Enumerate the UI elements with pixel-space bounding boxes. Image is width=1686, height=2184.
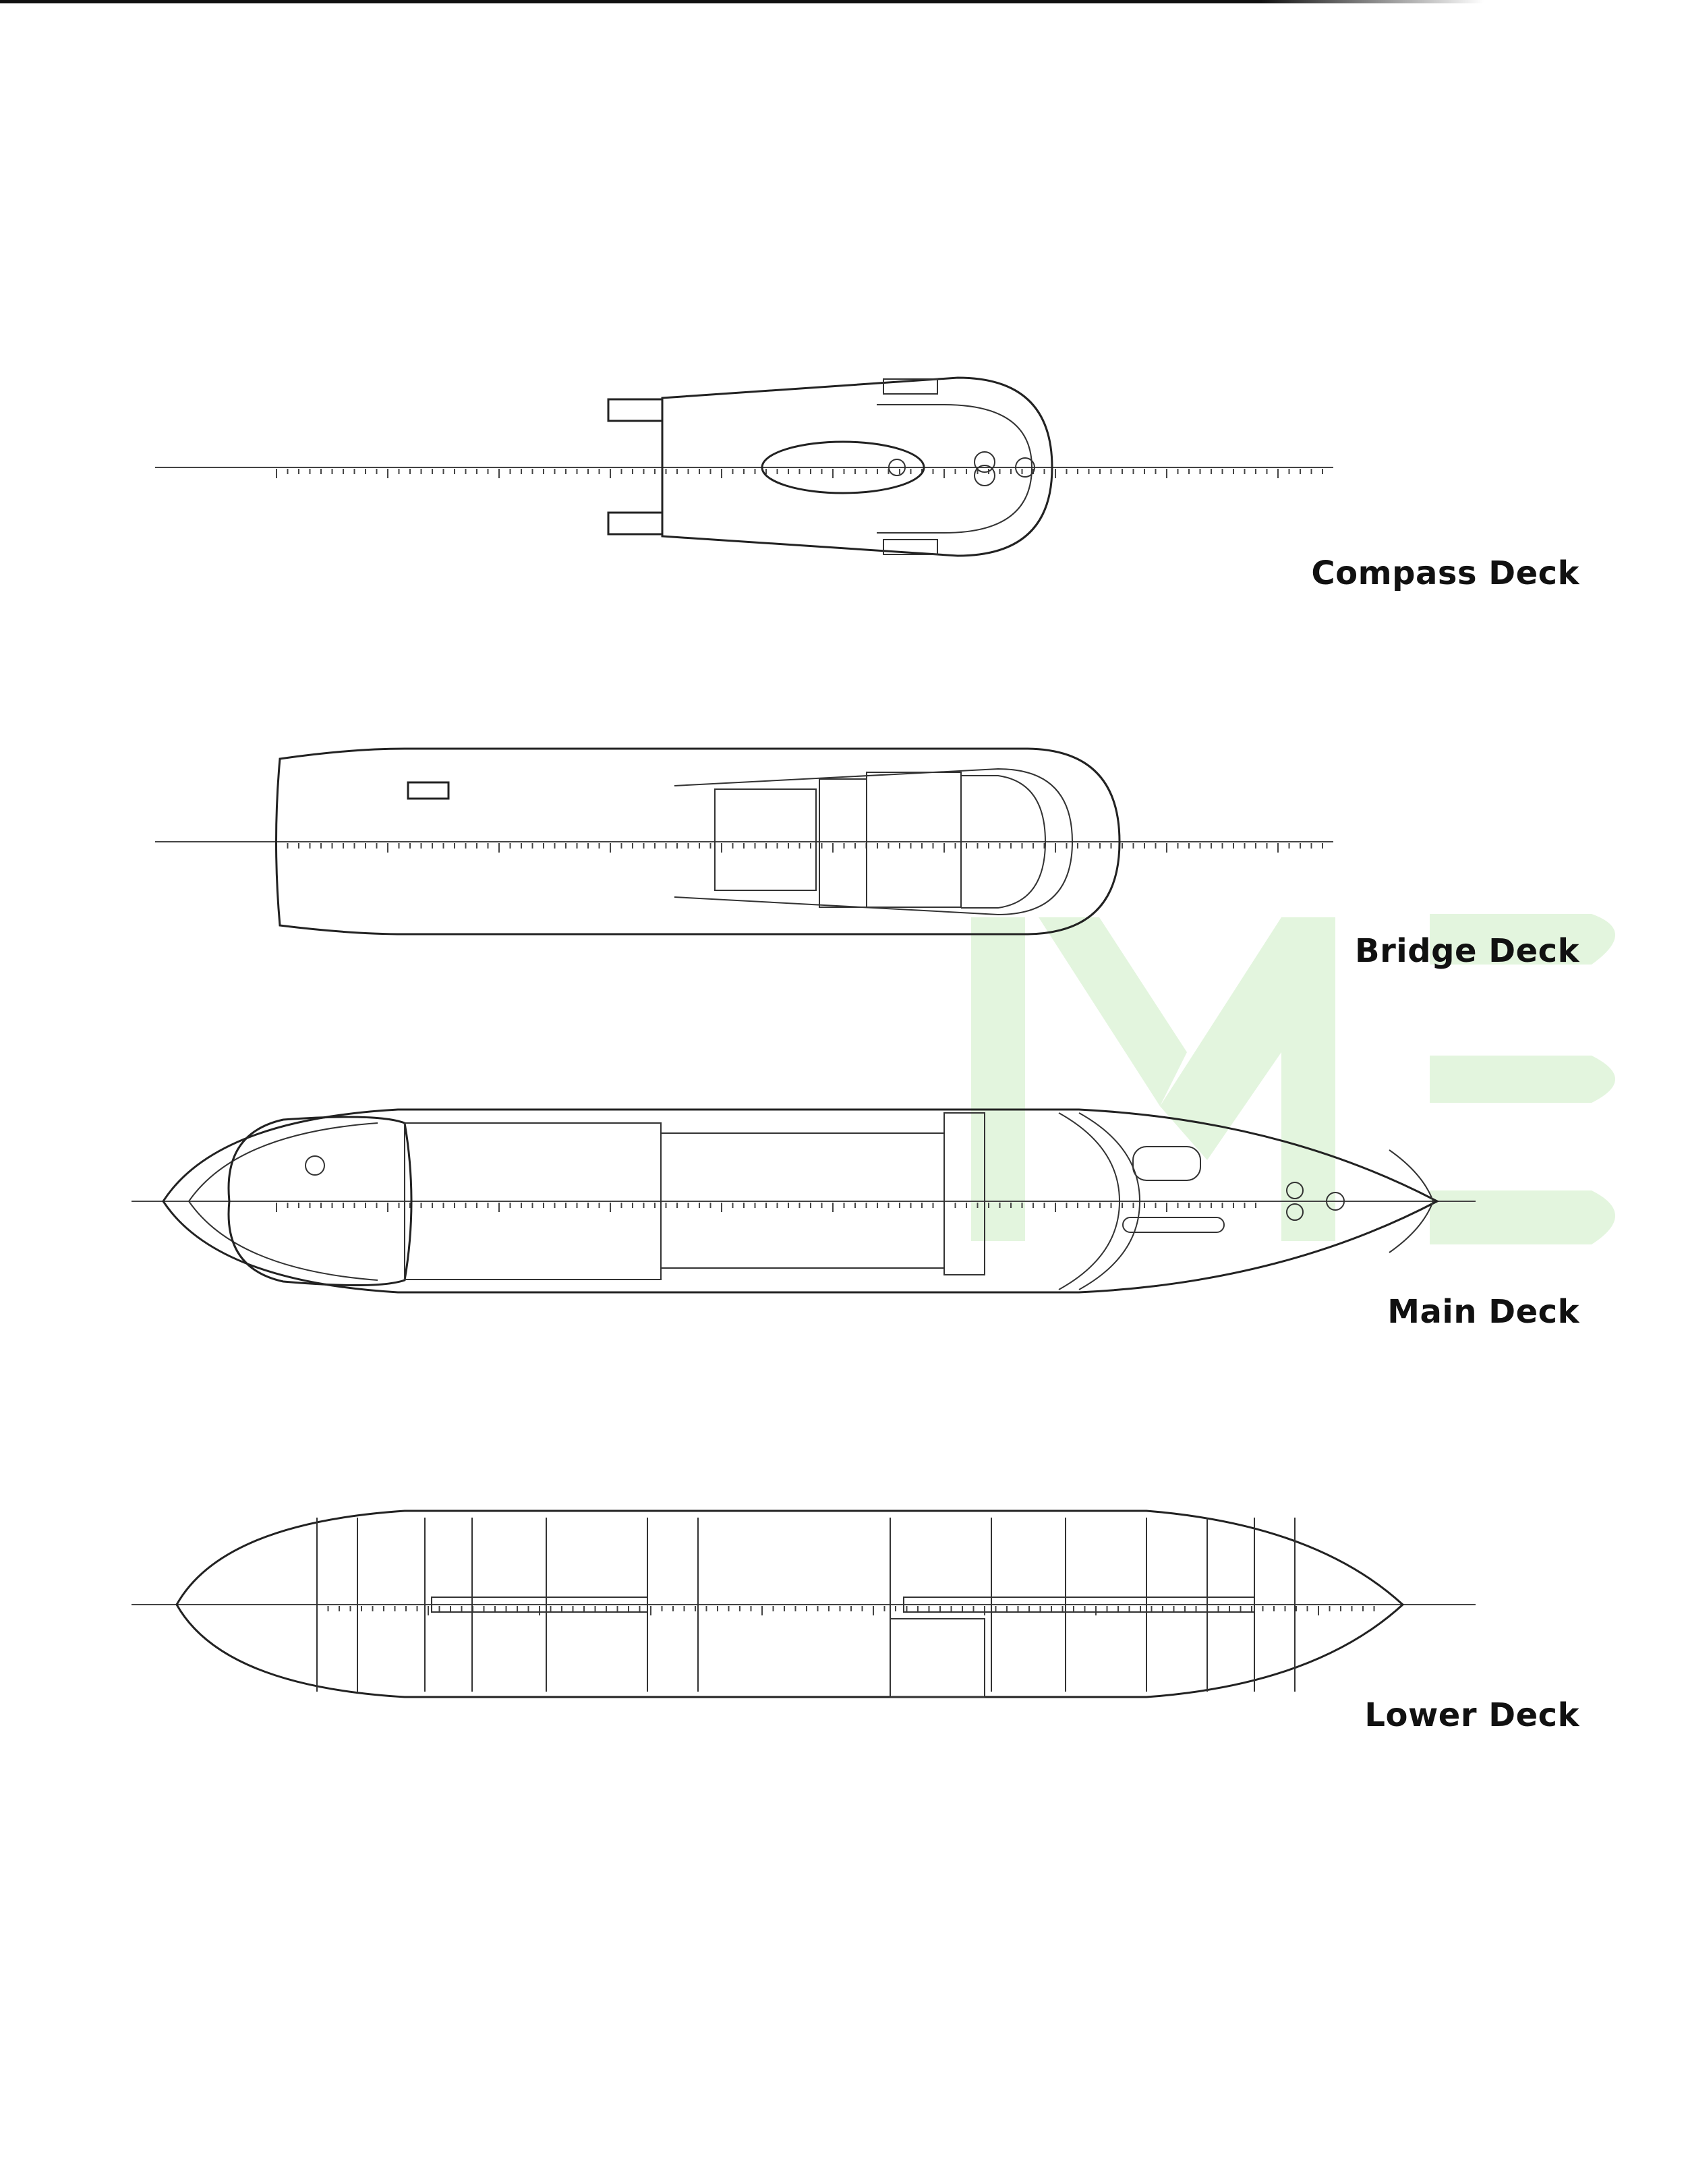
lower-deck-label: Lower Deck bbox=[1364, 1696, 1579, 1734]
top-border bbox=[0, 0, 1484, 3]
main-deck-plan bbox=[132, 1108, 1476, 1294]
main-deck-label: Main Deck bbox=[1387, 1293, 1579, 1331]
lower-deck-plan bbox=[132, 1510, 1476, 1698]
bridge-deck-label: Bridge Deck bbox=[1355, 932, 1579, 970]
compass-deck-label: Compass Deck bbox=[1311, 554, 1579, 592]
bridge-deck-plan bbox=[155, 747, 1333, 936]
watermark-logo bbox=[971, 914, 1615, 1244]
compass-deck-plan bbox=[155, 376, 1333, 557]
